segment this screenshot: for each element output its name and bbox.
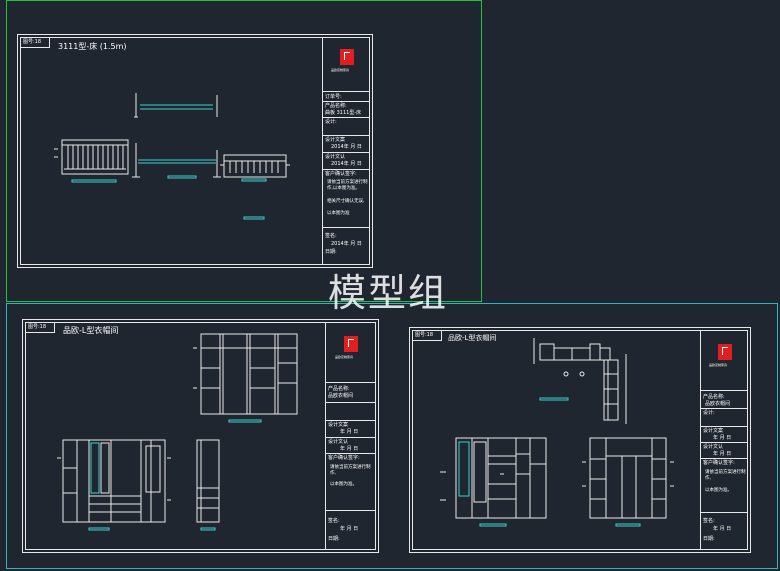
title-block-divider	[701, 408, 748, 409]
title-block-divider	[323, 135, 370, 136]
order-number-label: 订单号:	[325, 94, 342, 100]
title-block-divider	[701, 390, 748, 391]
closet-lower-right-elevation	[582, 437, 674, 527]
bed-drawings	[54, 93, 290, 220]
drawing-number-label: 图号:18	[412, 330, 442, 341]
proof-date-label: 设计文认	[328, 439, 349, 445]
bed-footboard-view	[220, 154, 290, 182]
sheet-inner-border	[412, 330, 748, 550]
sheet-inner-border	[20, 37, 370, 265]
title-block-divider	[326, 510, 376, 511]
date-label: 日期:	[325, 249, 337, 255]
confirm-note-2: 相关尺寸确认无误,	[327, 199, 365, 204]
product-name-value: 品欧衣帽间	[705, 401, 731, 407]
drawing-sheet-closet-right: 图号:18 品欧-L型衣帽间 品欧定制家具 产品名称: 品欧衣帽间 设计: 设计…	[409, 327, 751, 553]
title-block-divider	[323, 169, 370, 170]
product-name-label: 产品名称:	[703, 394, 725, 400]
drawing-sheet-closet-left: 图号:18 品欧-L型衣帽间 品欧定制家具 产品名称: 品欧衣帽间 设计文案 年…	[22, 319, 379, 553]
closet-side-elevation	[196, 439, 220, 531]
title-block-divider	[326, 453, 376, 454]
title-block-divider	[326, 437, 376, 438]
drawing-number-label: 图号:18	[20, 37, 50, 48]
title-block-divider	[323, 117, 370, 118]
product-name-label: 产品名称:	[328, 386, 350, 392]
proof-date-value: 年 月 日	[713, 451, 732, 457]
viewport-frame-top[interactable]	[6, 0, 482, 302]
product-name-value: 品欧衣帽间	[328, 393, 354, 399]
title-block: 品欧定制家具 产品名称: 品欧衣帽间 设计文案 年 月 日 设计文认 年 月 日…	[325, 322, 376, 550]
sign-date-value: 年 月 日	[713, 526, 732, 532]
title-block: 品欧定制家具 产品名称: 品欧衣帽间 设计: 设计文案 年 月 日 设计文认 年…	[700, 330, 748, 550]
signature-label: 签名:	[325, 233, 337, 239]
sign-date-value: 2014年 月 日	[331, 241, 362, 247]
product-name-label: 产品名称:	[325, 103, 347, 109]
closet-plan-view	[533, 338, 627, 424]
company-logo	[718, 344, 732, 360]
confirm-note-1: 请依当前方案进行制作,	[330, 465, 371, 476]
confirm-note-2: 以本图为准。	[330, 482, 357, 487]
title-block-divider	[701, 426, 748, 427]
viewport-frame-bottom[interactable]	[6, 303, 778, 569]
company-logo-text: 品欧定制家具	[709, 363, 728, 367]
bed-headboard-front-view	[54, 139, 129, 183]
title-block-divider	[326, 420, 376, 421]
confirm-note-2: 以本图为准。	[705, 488, 732, 493]
signature-label: 签名:	[328, 518, 340, 524]
design-date-value: 年 月 日	[340, 429, 359, 435]
title-block-divider	[701, 458, 748, 459]
title-block-divider	[701, 442, 748, 443]
proof-date-value: 2014年 月 日	[331, 161, 362, 167]
title-block-divider	[323, 227, 370, 228]
bed-side-view-large	[132, 143, 221, 179]
title-block-divider	[326, 402, 376, 403]
company-logo-text: 品欧定制家具	[331, 68, 350, 72]
drawing-number-label: 图号:18	[25, 322, 55, 333]
bed-detail-mark	[243, 216, 265, 220]
company-logo	[340, 49, 354, 65]
title-block-divider	[323, 152, 370, 153]
customer-confirm-label: 客户确认签字:	[703, 460, 735, 466]
design-date-value: 2014年 月 日	[331, 144, 362, 150]
closet-drawings	[440, 338, 674, 527]
title-block: 品欧定制家具 订单号: 产品名称: 曲板 3111型-床 设计: 设计文案 20…	[322, 37, 370, 265]
date-label: 日期:	[703, 536, 715, 542]
company-logo	[344, 336, 358, 352]
proof-date-value: 年 月 日	[340, 446, 359, 452]
confirm-note-1: 请依当前方案进行制作,	[705, 470, 746, 481]
closet-lower-left-elevation	[440, 437, 547, 527]
customer-confirm-label: 客户确认签字:	[325, 171, 357, 177]
design-date-value: 年 月 日	[713, 435, 732, 441]
sign-date-value: 年 月 日	[340, 526, 359, 532]
proof-date-label: 设计文认	[325, 154, 346, 160]
title-block-divider	[326, 382, 376, 383]
drawing-sheet-bed: 图号:18 3111型-床 (1.5m) 品欧定制家具 订单号: 产品名称: 曲…	[17, 34, 373, 268]
product-name-value: 曲板 3111型-床	[325, 110, 362, 116]
sheet-inner-border	[25, 322, 376, 550]
design-date-label: 设计文案	[328, 422, 349, 428]
company-logo-text: 品欧定制家具	[335, 355, 354, 359]
title-block-divider	[323, 101, 370, 102]
signature-label: 签名:	[703, 518, 715, 524]
date-label: 日期:	[328, 536, 340, 542]
watermark-text: 模型组	[328, 271, 449, 315]
sheet-title: 品欧-L型衣帽间	[63, 326, 119, 335]
confirm-note-1: 请依当前方案进行制作,以本图为准。	[327, 180, 368, 191]
customer-confirm-label: 客户确认签字:	[328, 455, 360, 461]
title-block-divider	[701, 512, 748, 513]
closet-upper-elevation	[193, 333, 298, 423]
confirm-note-3: 以本图为准	[327, 211, 350, 216]
bed-side-view-small	[134, 93, 218, 118]
sheet-title: 品欧-L型衣帽间	[448, 334, 497, 342]
design-date-label: 设计文案	[703, 428, 724, 434]
designer-label: 设计:	[703, 410, 715, 416]
proof-date-label: 设计文认	[703, 444, 724, 450]
design-date-label: 设计文案	[325, 137, 346, 143]
designer-label: 设计:	[325, 119, 337, 125]
closet-drawings	[57, 333, 298, 531]
sheet-title: 3111型-床 (1.5m)	[58, 42, 127, 51]
title-block-divider	[323, 91, 370, 92]
closet-lower-elevation	[57, 439, 171, 531]
